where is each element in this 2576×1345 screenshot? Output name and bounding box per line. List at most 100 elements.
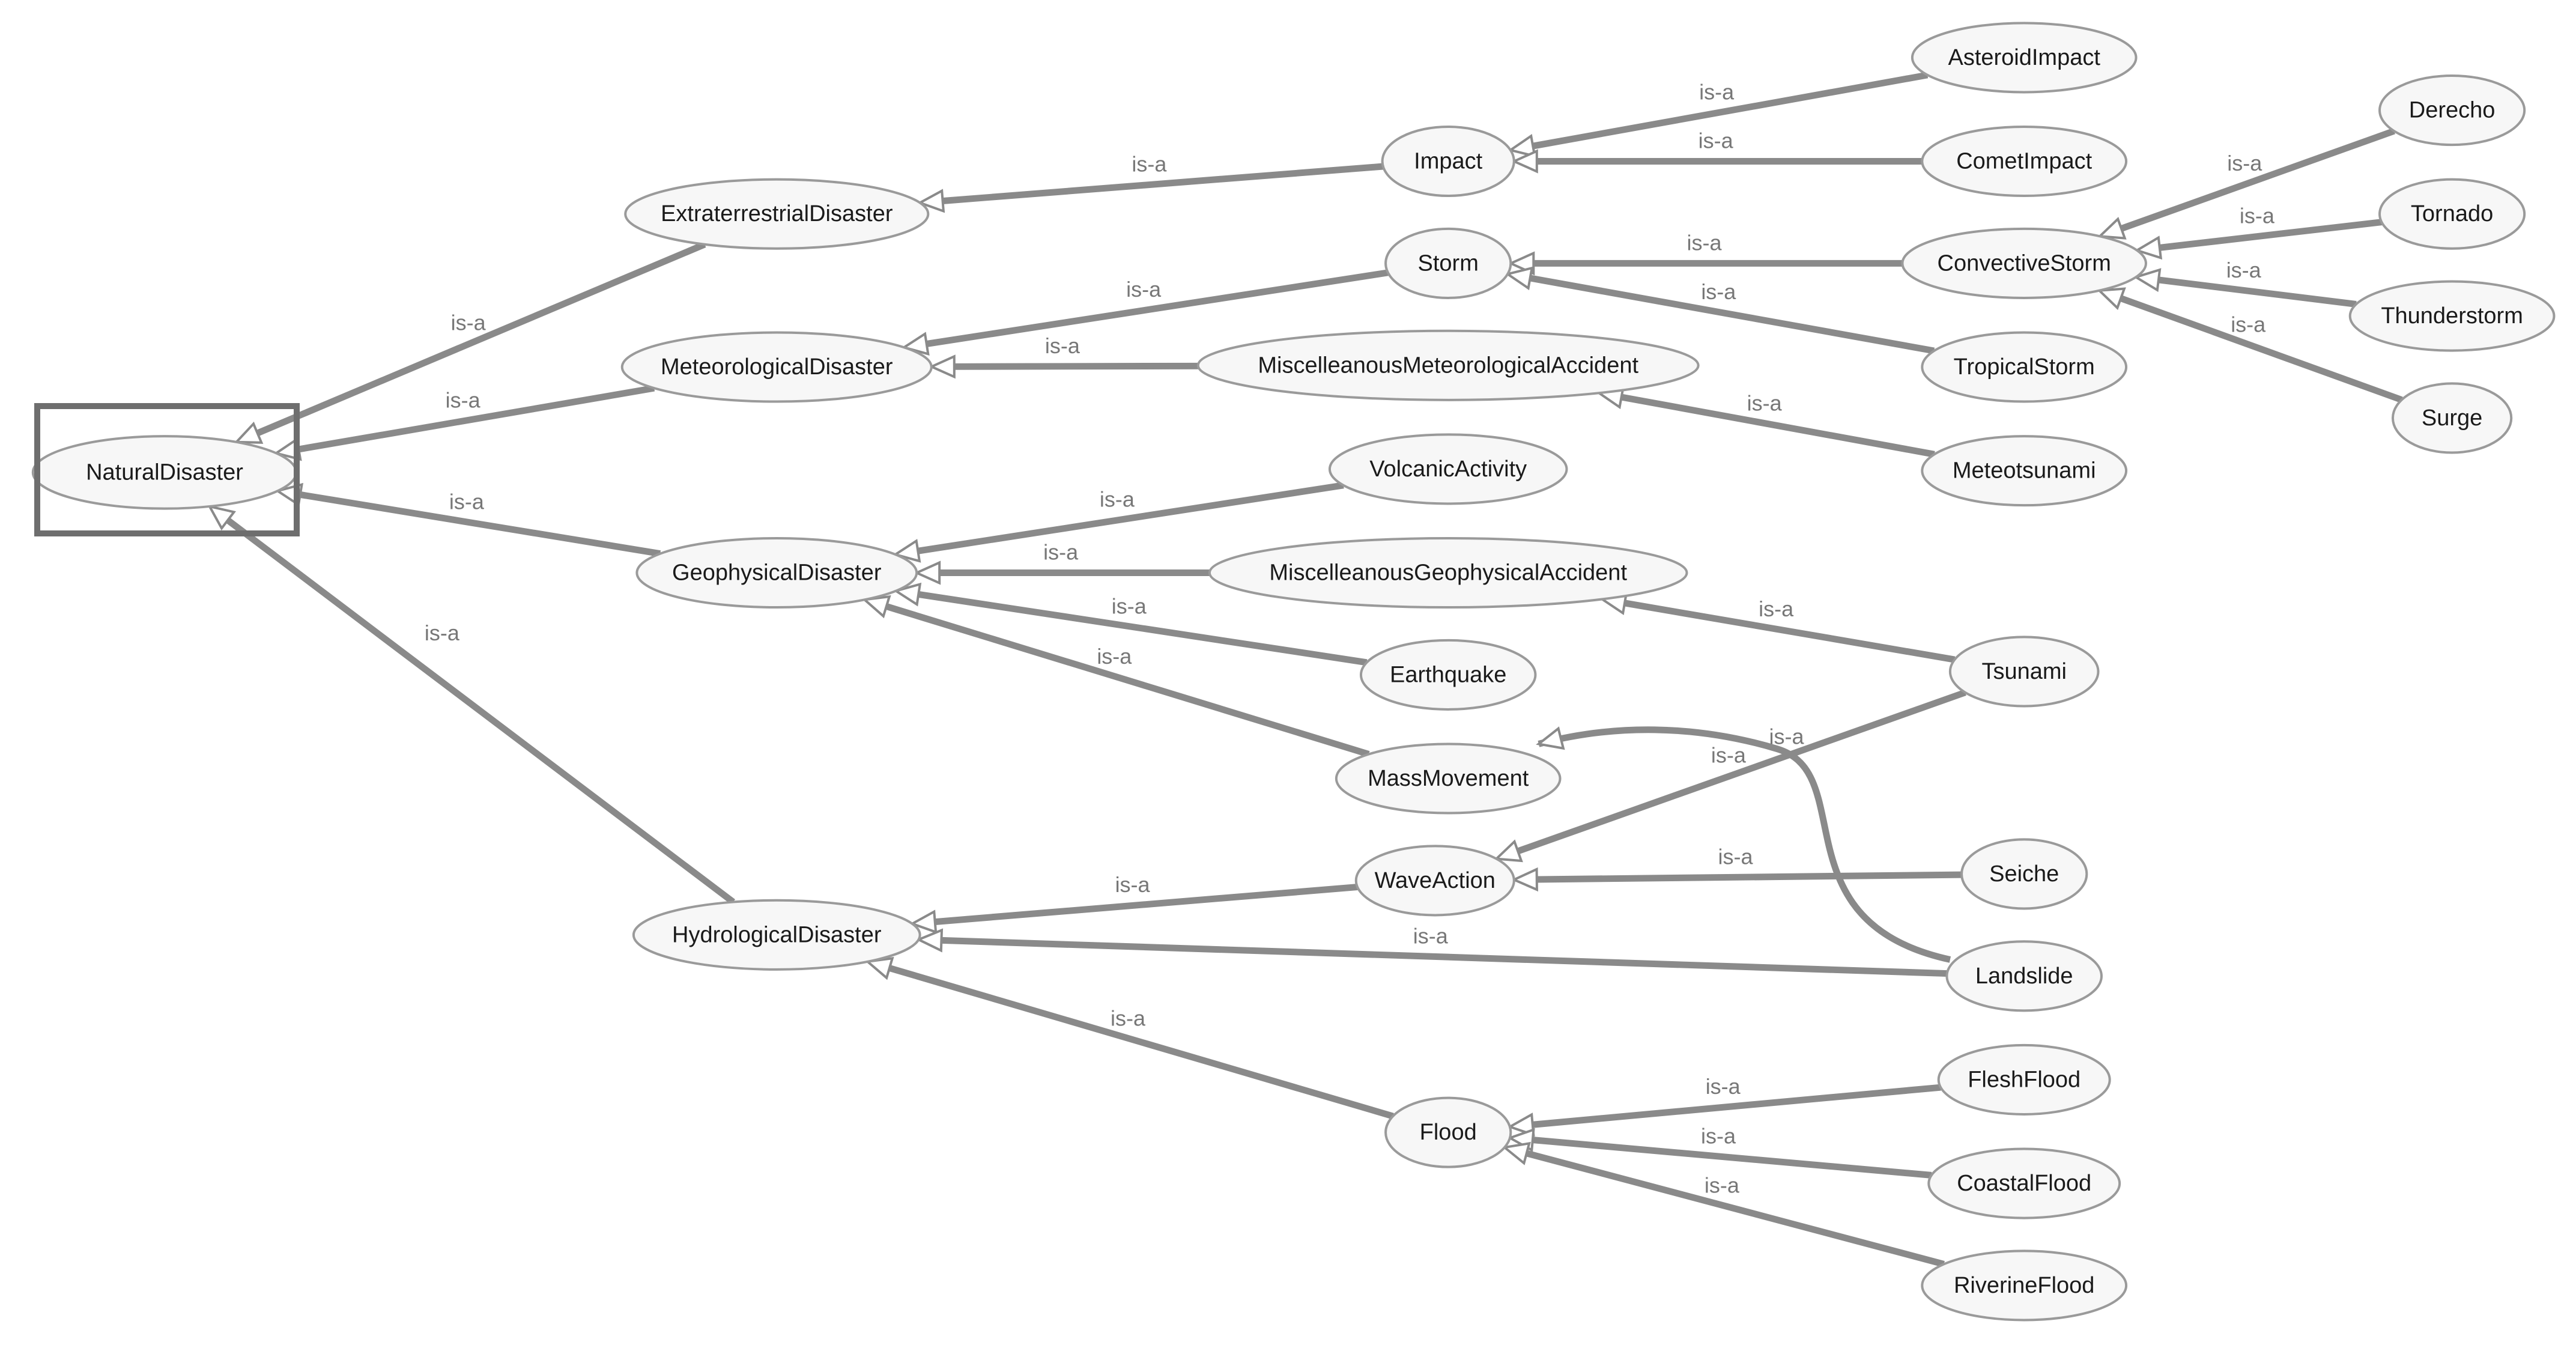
- node-landslide[interactable]: Landslide: [1945, 940, 2103, 1012]
- edge-line: [2120, 295, 2403, 403]
- node-ellipse: [1960, 838, 2088, 910]
- node-earthquake[interactable]: Earthquake: [1359, 639, 1537, 711]
- edge-arrowhead: [928, 354, 956, 379]
- edge-line: [2158, 276, 2357, 308]
- edge-arrowhead: [207, 505, 237, 531]
- edge-line: [918, 591, 1368, 666]
- node-miscelleanous-geophysical-accident[interactable]: MiscelleanousGeophysicalAccident: [1208, 536, 1688, 609]
- node-tornado[interactable]: Tornado: [2378, 178, 2526, 250]
- node-convective-storm[interactable]: ConvectiveStorm: [1901, 227, 2147, 299]
- node-ellipse: [1354, 845, 1515, 917]
- edge-flesh-flood-to-flood: is-a: [1507, 1074, 1941, 1137]
- edge-arrowhead: [909, 909, 938, 934]
- node-miscelleanous-meteorological-accident[interactable]: MiscelleanousMeteorologicalAccident: [1196, 329, 1700, 401]
- node-volcanic-activity[interactable]: VolcanicActivity: [1328, 433, 1568, 505]
- node-coastal-flood[interactable]: CoastalFlood: [1927, 1147, 2121, 1219]
- node-label: Derecho: [2409, 98, 2496, 123]
- edge-hydrological-disaster-to-natural-disaster: is-a: [207, 505, 736, 905]
- edge-line: [298, 384, 655, 453]
- node-label: ConvectiveStorm: [1938, 250, 2111, 276]
- edge-arrowhead: [915, 928, 944, 953]
- node-comet-impact[interactable]: CometImpact: [1921, 125, 2128, 198]
- edge-line: [888, 965, 1394, 1120]
- node-surge[interactable]: Surge: [2391, 382, 2513, 454]
- node-ellipse: [1901, 227, 2147, 299]
- node-flood[interactable]: Flood: [1384, 1096, 1512, 1168]
- edge-arrowhead: [2097, 216, 2127, 240]
- node-riverine-flood[interactable]: RiverineFlood: [1921, 1249, 2128, 1322]
- edge-mass-movement-to-geophysical-disaster: is-a: [861, 595, 1370, 758]
- edge-tsunami-to-miscelleanous-geophysical-accident: is-a: [1599, 591, 1956, 663]
- edge-arrowhead: [861, 595, 891, 619]
- node-derecho[interactable]: Derecho: [2378, 74, 2526, 147]
- edges-layer: is-ais-ais-ais-ais-ais-ais-ais-ais-ais-a…: [207, 71, 2403, 1268]
- node-geophysical-disaster[interactable]: GeophysicalDisaster: [635, 536, 918, 609]
- node-ellipse: [1384, 227, 1512, 299]
- edge-line: [1517, 689, 1966, 854]
- edge-arrowhead: [234, 421, 264, 444]
- node-tsunami[interactable]: Tsunami: [1948, 636, 2100, 708]
- edge-arrowhead: [1536, 726, 1565, 750]
- node-label: WaveAction: [1375, 868, 1496, 893]
- node-label: GeophysicalDisaster: [672, 560, 882, 586]
- edge-landslide-to-hydrological-disaster: is-a: [915, 923, 1947, 977]
- node-impact[interactable]: Impact: [1381, 125, 1515, 198]
- node-ellipse: [1921, 1249, 2128, 1322]
- node-flesh-flood[interactable]: FleshFlood: [1937, 1043, 2111, 1116]
- node-ellipse: [632, 899, 921, 971]
- node-label: NaturalDisaster: [86, 460, 243, 485]
- edge-label: is-a: [1043, 540, 1079, 565]
- node-ellipse: [1384, 1096, 1512, 1168]
- edge-miscelleanous-geophysical-accident-to-geophysical-disaster: is-a: [914, 540, 1210, 585]
- node-hydrological-disaster[interactable]: HydrologicalDisaster: [632, 899, 921, 971]
- node-wave-action[interactable]: WaveAction: [1354, 845, 1515, 917]
- edge-label: is-a: [1699, 129, 1734, 153]
- edge-arrowhead: [1493, 839, 1523, 863]
- node-natural-disaster[interactable]: NaturalDisaster: [31, 435, 298, 510]
- node-asteroid-impact[interactable]: AsteroidImpact: [1911, 22, 2138, 94]
- edge-label: is-a: [1045, 333, 1080, 358]
- node-meteotsunami[interactable]: Meteotsunami: [1921, 435, 2128, 507]
- node-seiche[interactable]: Seiche: [1960, 838, 2088, 910]
- node-thunderstorm[interactable]: Thunderstorm: [2348, 280, 2556, 352]
- edge-arrowhead: [1508, 134, 1536, 158]
- edge-label: is-a: [1711, 742, 1747, 767]
- edge-line: [1624, 600, 1956, 663]
- edge-label: is-a: [1687, 230, 1723, 255]
- node-mass-movement[interactable]: MassMovement: [1335, 742, 1562, 815]
- edge-geophysical-disaster-to-natural-disaster: is-a: [274, 482, 661, 557]
- edge-miscelleanous-meteorological-accident-to-meteorological-disaster: is-a: [928, 333, 1198, 379]
- node-label: RiverineFlood: [1954, 1273, 2094, 1298]
- edge-line: [1537, 871, 1962, 883]
- edge-line: [226, 517, 736, 905]
- node-ellipse: [1921, 125, 2128, 198]
- node-storm[interactable]: Storm: [1384, 227, 1512, 299]
- node-meteorological-disaster[interactable]: MeteorologicalDisaster: [620, 331, 933, 403]
- node-ellipse: [1208, 536, 1688, 609]
- node-label: Storm: [1418, 250, 1479, 276]
- node-ellipse: [624, 178, 930, 250]
- edge-surge-to-convective-storm: is-a: [2096, 287, 2403, 403]
- edge-label: is-a: [425, 621, 460, 645]
- edge-line: [942, 163, 1384, 204]
- edge-line: [1532, 1137, 1932, 1179]
- node-label: ExtraterrestrialDisaster: [661, 201, 893, 226]
- node-label: MeteorologicalDisaster: [661, 354, 893, 380]
- node-extraterrestrial-disaster[interactable]: ExtraterrestrialDisaster: [624, 178, 930, 250]
- node-ellipse: [1937, 1043, 2111, 1116]
- edge-line: [1532, 71, 1929, 150]
- edge-arrowhead: [914, 560, 941, 585]
- node-tropical-storm[interactable]: TropicalStorm: [1921, 331, 2128, 403]
- edge-extraterrestrial-disaster-to-natural-disaster: is-a: [234, 241, 706, 444]
- node-ellipse: [1335, 742, 1562, 815]
- edge-tropical-storm-to-storm: is-a: [1505, 266, 1935, 354]
- edge-earthquake-to-geophysical-disaster: is-a: [893, 582, 1368, 666]
- edge-wave-action-to-hydrological-disaster: is-a: [909, 872, 1358, 934]
- node-ellipse: [2378, 74, 2526, 147]
- node-label: Impact: [1414, 149, 1482, 174]
- edge-flood-to-hydrological-disaster: is-a: [864, 956, 1394, 1120]
- edge-arrowhead: [1511, 149, 1538, 174]
- node-ellipse: [1921, 331, 2128, 403]
- node-label: Tsunami: [1981, 659, 2067, 684]
